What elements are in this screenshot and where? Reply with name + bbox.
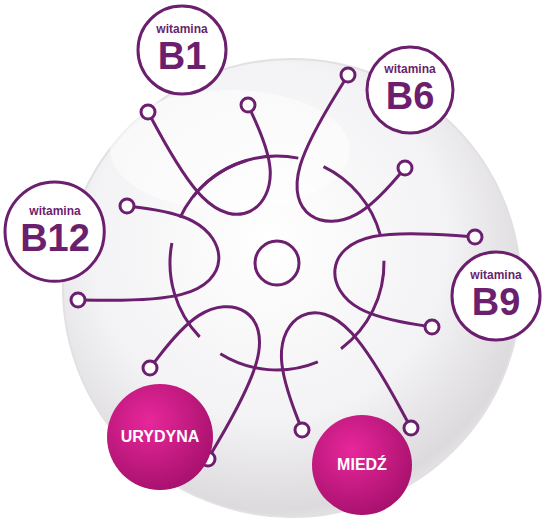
ring-arc (341, 261, 384, 349)
vitamin-word: witamina (156, 23, 207, 36)
wire-end-dot (71, 293, 85, 307)
circle-border (5, 182, 104, 281)
ring-arc (324, 167, 381, 235)
vitamin-circle: witaminaB6 (365, 45, 455, 135)
vitamin-word: witamina (384, 63, 435, 76)
wire-loop (281, 313, 411, 430)
wire-end-dot (141, 105, 155, 119)
vitamin-word: witamina (470, 269, 521, 282)
nutrient-circle: URYDYNA (105, 382, 215, 492)
vitamin-circle: witaminaB1 (136, 4, 228, 96)
vitamin-name: B12 (20, 219, 90, 259)
wire-end-dot (341, 68, 355, 82)
wire-end-dot (295, 423, 309, 437)
wire-end-dot (241, 98, 255, 112)
wire-end-dot (120, 199, 134, 213)
circle-border (452, 252, 540, 340)
ring-arc (220, 354, 318, 370)
wire-end-dot (468, 230, 482, 244)
sphere-highlight (110, 90, 350, 210)
ring-arc (180, 160, 247, 217)
nutrient-name: URYDYNA (121, 429, 200, 446)
vitamin-name: B9 (472, 283, 521, 323)
wire-end-dot (143, 361, 157, 375)
wire-end-dot (398, 161, 412, 175)
vitamin-word: witamina (29, 205, 80, 218)
circle-border (367, 47, 453, 133)
nutrient-name: MIEDŹ (337, 457, 387, 474)
circle-border (138, 6, 226, 94)
circle-border (312, 415, 412, 515)
circle-border (107, 384, 213, 490)
wire-end-dot (404, 421, 418, 435)
wire-loop (148, 105, 270, 214)
nutrient-circle: MIEDŹ (310, 413, 414, 517)
vitamin-circle: witaminaB9 (450, 250, 542, 342)
vitamin-name: B1 (158, 37, 207, 77)
vitamin-circle: witaminaB12 (3, 180, 106, 283)
centre-ring (255, 241, 299, 285)
vitamin-name: B6 (386, 77, 435, 117)
wire-end-dot (425, 320, 439, 334)
